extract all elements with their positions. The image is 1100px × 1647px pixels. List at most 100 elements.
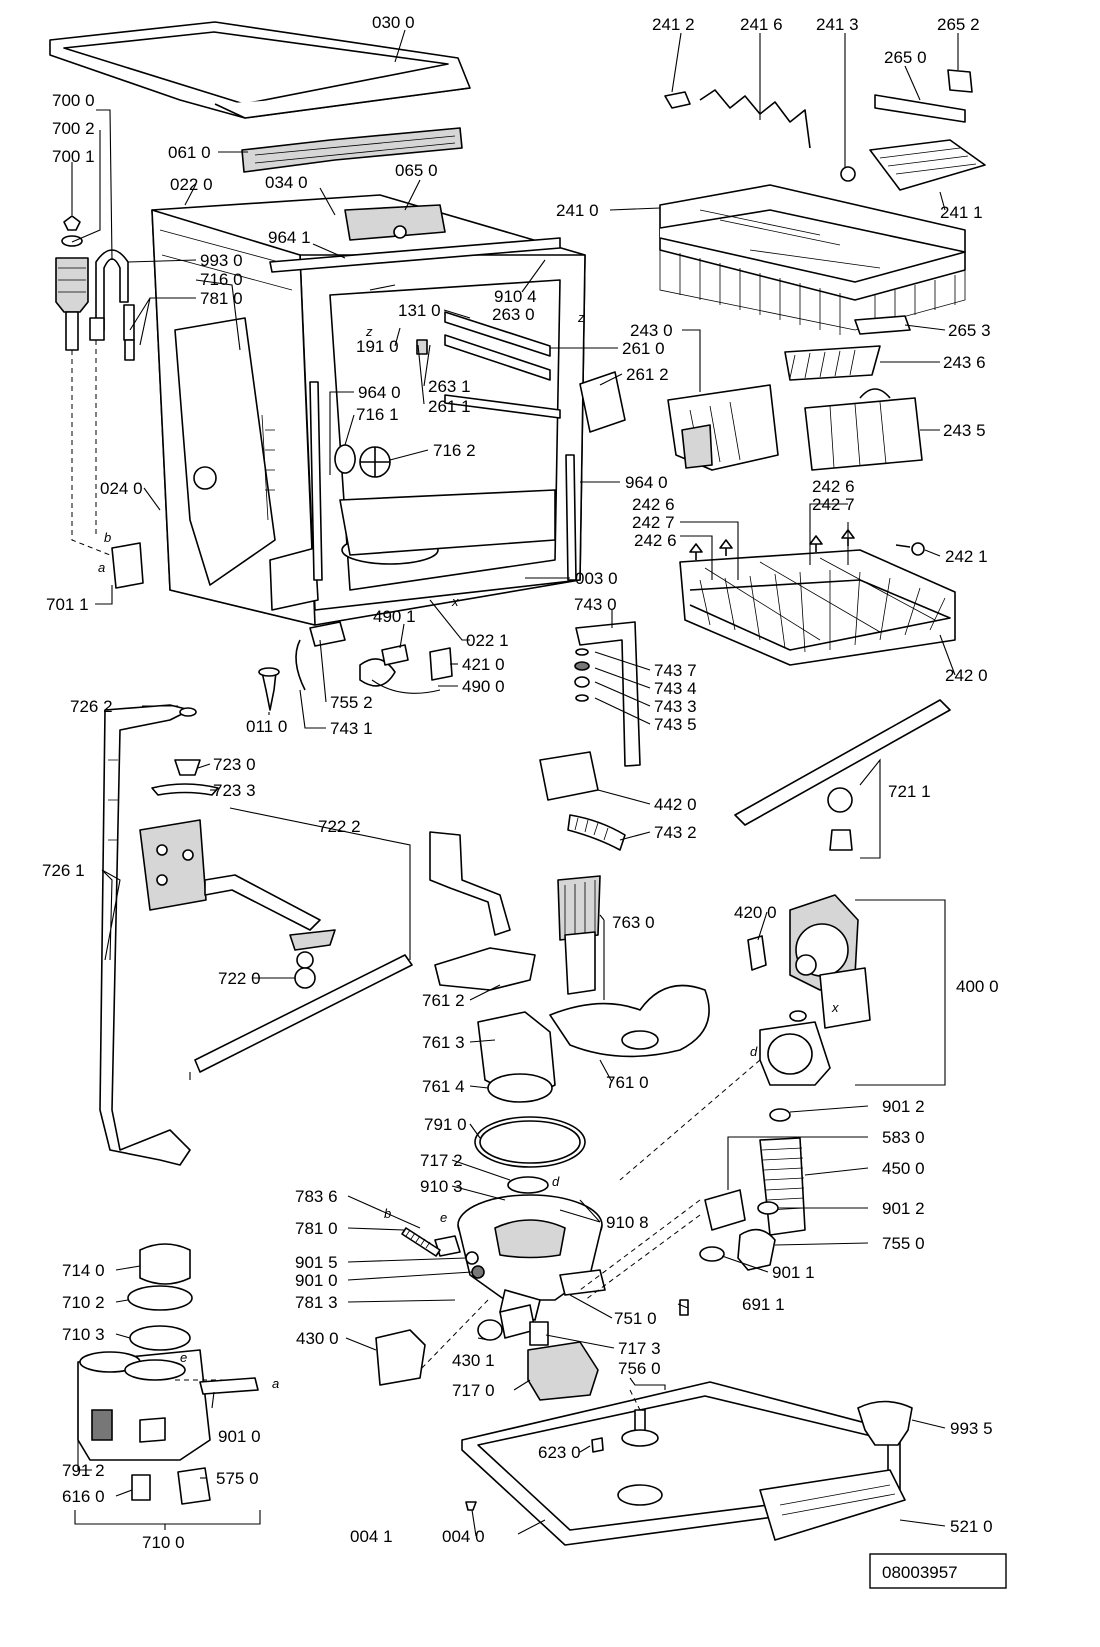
callout-0040: 004 0 xyxy=(442,1527,485,1546)
arrow-mark-2 xyxy=(719,539,733,556)
callout-9108: 910 8 xyxy=(606,1213,649,1232)
callout-0300: 030 0 xyxy=(372,13,415,32)
upper-basket xyxy=(659,184,966,335)
callout-7230: 723 0 xyxy=(213,755,256,774)
callout-2427b: 242 7 xyxy=(812,495,855,514)
top-seal-strip xyxy=(269,237,561,273)
filter-plate-7610 xyxy=(549,984,710,1058)
cup-rack-2411 xyxy=(869,139,986,191)
clip-2652 xyxy=(947,69,973,93)
callout-7550: 755 0 xyxy=(882,1234,925,1253)
inlet-dashed-path xyxy=(71,350,111,556)
cap-7140 xyxy=(139,1243,191,1285)
callout-2610: 261 0 xyxy=(622,339,665,358)
callout-2427a: 242 7 xyxy=(632,513,675,532)
callout-0220: 022 0 xyxy=(170,175,213,194)
cutlery-grid-2436 xyxy=(784,345,881,381)
callout-9640b: 964 0 xyxy=(625,473,668,492)
callout-4200: 420 0 xyxy=(734,903,777,922)
callout-9010a: 901 0 xyxy=(295,1271,338,1290)
callout-9104: 910 4 xyxy=(494,287,537,306)
callout-7011: 701 1 xyxy=(46,595,89,614)
clip-2412 xyxy=(664,91,691,109)
air-break-4420 xyxy=(539,751,599,801)
valve-9015 xyxy=(465,1251,479,1265)
callout-7630: 763 0 xyxy=(612,913,655,932)
document-code-box xyxy=(869,1553,1007,1589)
seal-7437 xyxy=(575,648,589,656)
callout-7910: 791 0 xyxy=(424,1115,467,1134)
callout-2426c: 242 6 xyxy=(634,531,677,550)
callout-7102: 710 2 xyxy=(62,1293,105,1312)
callout-2611: 261 1 xyxy=(428,397,471,416)
solenoid-4300 xyxy=(375,1329,426,1386)
lower-spray-arm-7220 xyxy=(194,954,413,1073)
callout-2436: 243 6 xyxy=(943,353,986,372)
callout-4301: 430 1 xyxy=(452,1351,495,1370)
callout-7810: 781 0 xyxy=(200,289,243,308)
callout-7435: 743 5 xyxy=(654,715,697,734)
inlet-valve-group xyxy=(55,215,135,361)
callout-2652: 265 2 xyxy=(937,15,980,34)
callout-7261: 726 1 xyxy=(42,861,85,880)
spray-pipe-7261 xyxy=(99,704,191,1166)
callout-7836: 783 6 xyxy=(295,1187,338,1206)
heater-7170 xyxy=(527,1341,599,1401)
callout-7432: 743 2 xyxy=(654,823,697,842)
clamp-9011 xyxy=(699,1246,725,1262)
callout-7211: 721 1 xyxy=(888,782,931,801)
callout-2410: 241 0 xyxy=(556,201,599,220)
callout-7610: 761 0 xyxy=(606,1073,649,1092)
callout-7170: 717 0 xyxy=(452,1381,495,1400)
callout-0240: 024 0 xyxy=(100,479,143,498)
micro-filter xyxy=(564,931,596,995)
callout-2630: 263 0 xyxy=(492,305,535,324)
bracket-7233 xyxy=(151,783,219,796)
callout-7233: 723 3 xyxy=(213,781,256,800)
spray-arm-hub xyxy=(827,787,853,813)
seal-4301 xyxy=(477,1319,503,1341)
sump-body-7510 xyxy=(457,1194,606,1321)
callout-0610: 061 0 xyxy=(168,143,211,162)
hose-7432 xyxy=(567,814,626,851)
spring-7810 xyxy=(401,1227,441,1257)
callout-7262: 726 2 xyxy=(70,697,113,716)
callout-2612: 261 2 xyxy=(626,365,669,384)
mark-d1: d xyxy=(750,1044,758,1059)
arrow-mark-3 xyxy=(809,535,823,552)
callout-7430: 743 0 xyxy=(574,595,617,614)
callout-1910: 191 0 xyxy=(356,337,399,356)
callout-7614: 761 4 xyxy=(422,1077,465,1096)
insulation-strip xyxy=(241,127,463,173)
foot-cap xyxy=(258,667,280,677)
pump-seal xyxy=(789,1010,807,1022)
callout-0650: 065 0 xyxy=(395,161,438,180)
callout-9641: 964 1 xyxy=(268,228,311,247)
spray-arm-nut xyxy=(829,829,853,851)
callout-7001: 700 1 xyxy=(52,147,95,166)
mark-a1: a xyxy=(98,560,105,575)
spray-arm-hub-7222 xyxy=(289,929,336,951)
funnel-9935 xyxy=(857,1400,913,1446)
rail-bottom xyxy=(444,394,561,419)
callout-7140: 714 0 xyxy=(62,1261,105,1280)
wire-spring-2416 xyxy=(699,89,811,149)
callout-7172: 717 2 xyxy=(420,1151,463,1170)
mark-e1: e xyxy=(440,1210,447,1225)
mark-e2: e xyxy=(180,1350,187,1365)
callout-9010b: 901 0 xyxy=(218,1427,261,1446)
callout-2412: 241 2 xyxy=(652,15,695,34)
panel-5210 xyxy=(759,1469,906,1541)
callout-4000: 400 0 xyxy=(956,977,999,996)
mark-z2: z xyxy=(577,310,585,325)
sensor-4901 xyxy=(381,644,409,666)
callout-9011: 901 1 xyxy=(772,1263,815,1282)
filter-7630 xyxy=(557,875,601,941)
hose-9010 xyxy=(199,1377,259,1395)
gasket-7614 xyxy=(487,1073,553,1103)
callout-4500: 450 0 xyxy=(882,1159,925,1178)
callout-7434: 743 4 xyxy=(654,679,697,698)
softener-7100 xyxy=(77,1349,211,1461)
handle-2653 xyxy=(854,315,911,335)
callout-7103: 710 3 xyxy=(62,1325,105,1344)
